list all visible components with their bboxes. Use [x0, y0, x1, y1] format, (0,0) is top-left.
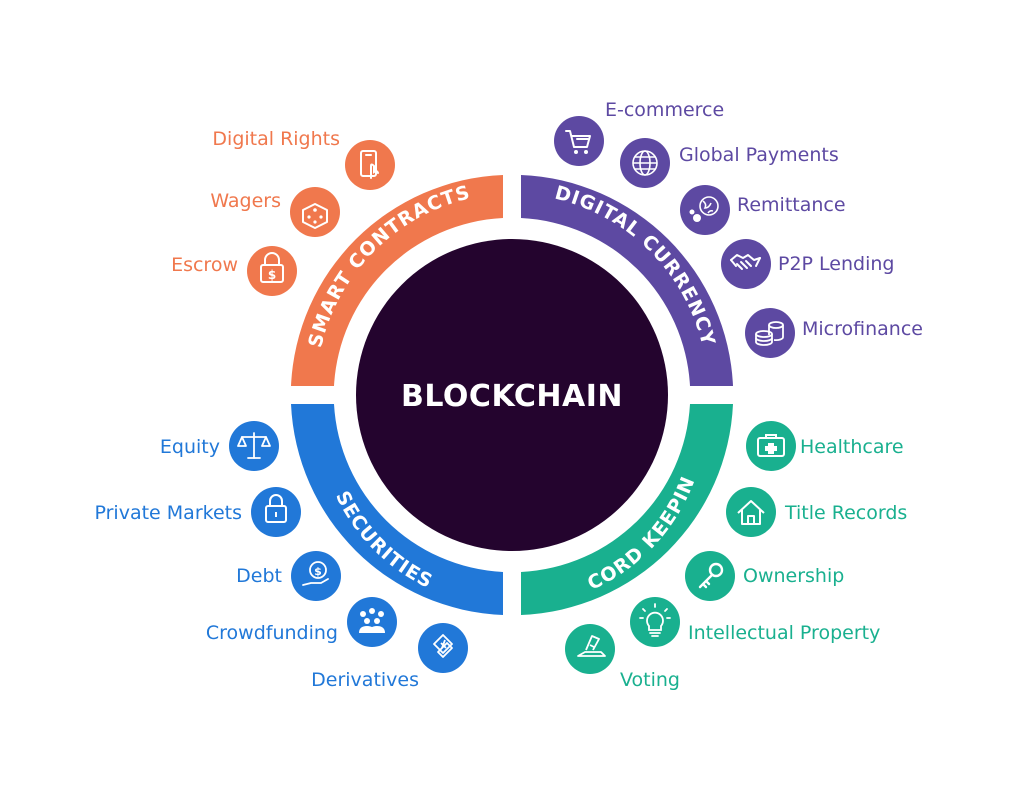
item-global-payments: Global Payments — [620, 138, 839, 188]
center-disc — [356, 239, 668, 551]
ballot-box-icon — [565, 624, 615, 674]
item-wagers: Wagers — [210, 187, 340, 237]
item-label: Voting — [620, 669, 680, 691]
shopping-cart-icon — [554, 116, 604, 166]
item-label: Healthcare — [800, 436, 904, 458]
handshake-icon — [721, 239, 771, 289]
item-label: Private Markets — [95, 502, 243, 524]
item-label: Intellectual Property — [688, 622, 880, 644]
item-crowdfunding: Crowdfunding — [206, 597, 397, 647]
item-voting: Voting — [565, 624, 680, 691]
item-p2p-lending: P2P Lending — [721, 239, 894, 289]
item-digital-rights: Digital Rights — [212, 128, 395, 190]
item-label: Escrow — [171, 254, 238, 276]
segment-smart-contracts — [291, 175, 503, 386]
segment-digital-currency — [521, 175, 733, 386]
item-label: Digital Rights — [212, 128, 340, 150]
item-label: Equity — [160, 436, 220, 458]
people-group-icon — [347, 597, 397, 647]
item-label: Wagers — [210, 190, 281, 212]
item-label: Title Records — [784, 502, 907, 524]
item-label: Remittance — [737, 194, 846, 216]
item-private-markets: Private Markets — [95, 487, 301, 537]
item-intellectual-property: Intellectual Property — [630, 597, 880, 647]
dollar-sign: $ — [268, 268, 276, 282]
item-label: P2P Lending — [778, 253, 894, 275]
item-label: Crowdfunding — [206, 622, 338, 644]
house-icon — [726, 487, 776, 537]
item-label: Microfinance — [802, 318, 923, 340]
hand-coin-icon — [291, 551, 341, 601]
smartphone-touch-icon — [345, 140, 395, 190]
segment-securities — [291, 404, 503, 615]
item-healthcare: Healthcare — [746, 421, 904, 471]
item-e-commerce: E-commerce — [554, 99, 724, 166]
item-ownership: Ownership — [685, 551, 844, 601]
item-label: Debt — [236, 565, 282, 587]
item-escrow: $ Escrow — [171, 246, 297, 296]
item-label: E-commerce — [605, 99, 724, 121]
segment-record-keeping — [521, 404, 733, 615]
center-title: BLOCKCHAIN — [401, 379, 623, 414]
coin-stack-icon — [745, 308, 795, 358]
dollar-sign: $ — [314, 565, 322, 578]
globe-money-icon — [680, 185, 730, 235]
item-label: Derivatives — [311, 669, 419, 691]
dice-icon — [290, 187, 340, 237]
item-equity: Equity — [160, 421, 279, 471]
item-microfinance: Microfinance — [745, 308, 923, 358]
item-derivatives: Derivatives — [311, 623, 468, 691]
padlock-dollar-icon — [247, 246, 297, 296]
item-label: Global Payments — [679, 144, 839, 166]
item-label: Ownership — [743, 565, 844, 587]
item-debt: $ Debt — [236, 551, 341, 601]
item-remittance: Remittance — [680, 185, 846, 235]
item-title-records: Title Records — [726, 487, 907, 537]
